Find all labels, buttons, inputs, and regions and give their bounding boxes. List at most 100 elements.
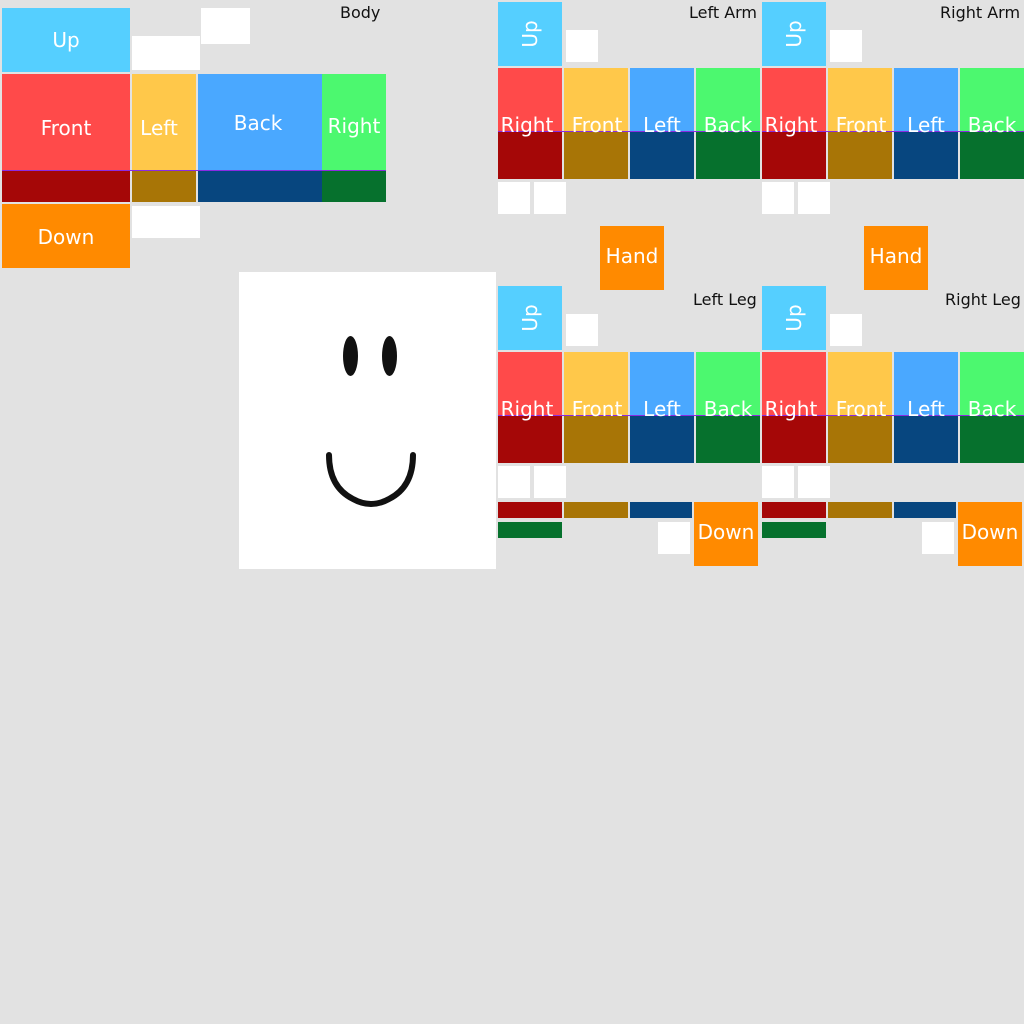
left-arm-left-label: Left: [643, 113, 681, 137]
right-arm-left-face: [894, 68, 958, 131]
right-arm-front-label: Front: [835, 113, 887, 137]
body-back-label: Back: [233, 111, 283, 135]
body-right-face: [322, 74, 386, 170]
left-arm-back-face: [696, 68, 760, 131]
right-arm-hand-label: Hand: [869, 244, 923, 268]
left-leg-down-face: [694, 502, 758, 566]
left-leg-white-patch: [498, 466, 530, 498]
right-leg-down-label: Down: [961, 520, 1019, 544]
body-seam-line: [2, 170, 386, 171]
body-left-label: Left: [140, 116, 178, 140]
left-leg-down-label: Down: [697, 520, 755, 544]
left-leg-up-label: Up: [518, 304, 542, 332]
left-leg-front-face: [564, 352, 628, 415]
left-arm-back-label: Back: [703, 113, 753, 137]
right-arm-hand-face: [864, 226, 928, 290]
left-arm-front-face: [564, 68, 628, 131]
right-leg-front-lower: [828, 415, 892, 463]
left-arm-hand-face: [600, 226, 664, 290]
right-arm-back-lower: [960, 131, 1024, 179]
right-arm-white-patch: [798, 182, 830, 214]
left-leg-seam-line: [498, 415, 760, 416]
right-arm-right-label: Right: [764, 113, 818, 137]
right-leg-left-strip: [894, 502, 956, 518]
left-leg-right-strip: [498, 502, 562, 518]
right-leg-white-patch: [922, 522, 954, 554]
left-arm-front-lower: [564, 131, 628, 179]
body-white-patch: [201, 8, 250, 44]
left-leg-right-face: [498, 352, 562, 415]
right-leg-back-strip: [762, 522, 826, 538]
right-arm-title: Right Arm: [940, 3, 1021, 22]
left-arm-back-lower: [696, 131, 760, 179]
left-arm-white-patch: [534, 182, 566, 214]
right-leg-left-label: Left: [907, 397, 945, 421]
body-down-face: [2, 204, 130, 268]
body-back-lower: [198, 170, 322, 202]
left-arm-white-patch: [566, 30, 598, 62]
left-arm-up-face: [498, 2, 562, 66]
body-right-lower: [322, 170, 386, 202]
right-arm-white-patch: [762, 182, 794, 214]
right-arm-seam-line: [762, 131, 1024, 132]
right-leg-front-face: [828, 352, 892, 415]
right-eye: [382, 336, 397, 376]
left-leg-front-lower: [564, 415, 628, 463]
left-arm-right-label: Right: [500, 113, 554, 137]
left-leg-back-lower: [696, 415, 760, 463]
right-arm-right-lower: [762, 131, 826, 179]
right-leg-title: Right Leg: [945, 290, 1021, 309]
left-eye: [343, 336, 358, 376]
left-leg-white-patch: [566, 314, 598, 346]
body-front-face: [2, 74, 130, 170]
left-leg-white-patch: [534, 466, 566, 498]
left-arm-seam-line: [498, 131, 760, 132]
body-back-face: [198, 74, 322, 170]
body-white-patch: [132, 36, 200, 70]
left-arm-right-face: [498, 68, 562, 131]
body-up-label: Up: [52, 28, 80, 52]
left-arm-left-lower: [630, 131, 694, 179]
right-leg-right-strip: [762, 502, 826, 518]
left-arm-right-lower: [498, 131, 562, 179]
right-leg-white-patch: [762, 466, 794, 498]
right-arm-white-patch: [830, 30, 862, 62]
right-leg-up-label: Up: [782, 304, 806, 332]
left-arm-white-patch: [498, 182, 530, 214]
right-arm-left-lower: [894, 131, 958, 179]
left-leg-white-patch: [658, 522, 690, 554]
body-white-patch: [132, 206, 200, 238]
right-arm-back-face: [960, 68, 1024, 131]
left-arm-front-label: Front: [571, 113, 623, 137]
right-leg-right-lower: [762, 415, 826, 463]
right-leg-left-lower: [894, 415, 958, 463]
body-front-lower: [2, 170, 130, 202]
right-leg-white-patch: [798, 466, 830, 498]
right-leg-left-face: [894, 352, 958, 415]
right-leg-back-label: Back: [967, 397, 1017, 421]
right-leg-right-face: [762, 352, 826, 415]
left-arm-left-face: [630, 68, 694, 131]
left-leg-left-strip: [630, 502, 692, 518]
right-arm-up-label: Up: [782, 20, 806, 48]
body-right-label: Right: [327, 114, 381, 138]
right-leg-front-label: Front: [835, 397, 887, 421]
left-leg-title: Left Leg: [693, 290, 757, 309]
right-leg-down-face: [958, 502, 1022, 566]
right-arm-right-face: [762, 68, 826, 131]
left-arm-hand-label: Hand: [605, 244, 659, 268]
right-leg-seam-line: [762, 415, 1024, 416]
left-leg-back-strip: [498, 522, 562, 538]
left-arm-up-label: Up: [518, 20, 542, 48]
left-leg-left-label: Left: [643, 397, 681, 421]
left-leg-right-label: Right: [500, 397, 554, 421]
body-left-lower: [132, 170, 196, 202]
body-left-face: [132, 74, 196, 170]
left-leg-left-lower: [630, 415, 694, 463]
left-leg-back-face: [696, 352, 760, 415]
right-arm-up-face: [762, 2, 826, 66]
right-leg-back-face: [960, 352, 1024, 415]
left-leg-left-face: [630, 352, 694, 415]
right-leg-back-lower: [960, 415, 1024, 463]
body-title: Body: [340, 3, 381, 22]
